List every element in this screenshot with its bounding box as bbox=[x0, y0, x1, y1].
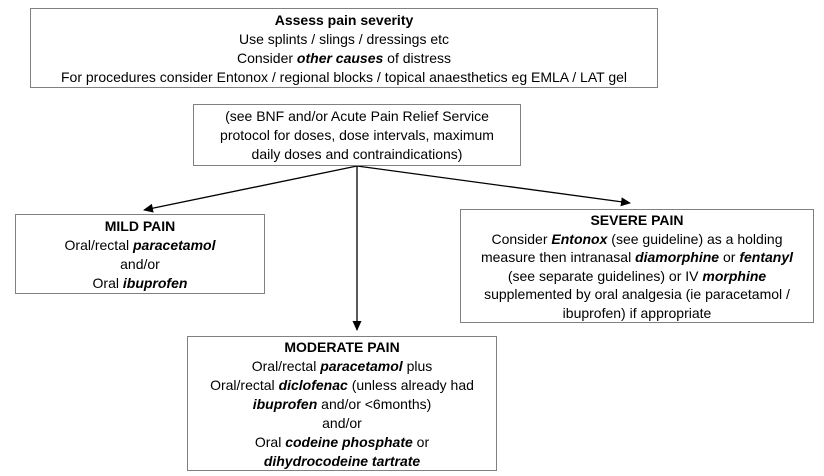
text-line: supplemented by oral analgesia (ie parac… bbox=[484, 286, 790, 302]
text-line: and/or bbox=[120, 256, 160, 272]
text-line: dihydrocodeine tartrate bbox=[263, 453, 421, 469]
arrow-to-severe-pain bbox=[356, 165, 631, 207]
mild-pain-box: MILD PAIN Oral/rectal paracetamol and/or… bbox=[15, 214, 265, 294]
text-line: For procedures consider Entonox / region… bbox=[60, 69, 627, 85]
text-line: ibuprofen and/or <6months) bbox=[252, 396, 432, 412]
box-title: Assess pain severity bbox=[274, 12, 414, 28]
text-line: Oral/rectal paracetamol bbox=[64, 237, 216, 253]
text-line: protocol for doses, dose intervals, maxi… bbox=[220, 127, 494, 143]
text-line: Oral codeine phosphate or bbox=[254, 434, 430, 450]
box-title: MILD PAIN bbox=[104, 218, 176, 234]
text-line: Oral/rectal diclofenac (unless already h… bbox=[210, 377, 474, 393]
text-line: ibuprofen) if appropriate bbox=[562, 304, 712, 321]
bnf-protocol-note-box: (see BNF and/or Acute Pain Relief Servic… bbox=[193, 104, 521, 166]
text-line: measure then intranasal diamorphine or f… bbox=[480, 249, 794, 265]
assess-pain-severity-box: Assess pain severity Use splints / sling… bbox=[30, 8, 658, 88]
text-line: and/or bbox=[322, 415, 362, 431]
box-title: SEVERE PAIN bbox=[590, 212, 684, 228]
text-line: Consider other causes of distress bbox=[237, 50, 451, 66]
text-line: daily doses and contraindications) bbox=[251, 146, 463, 162]
severe-pain-box: SEVERE PAIN Consider Entonox (see guidel… bbox=[460, 209, 814, 323]
moderate-pain-box: MODERATE PAIN Oral/rectal paracetamol pl… bbox=[187, 336, 497, 471]
box-title: MODERATE PAIN bbox=[284, 339, 400, 355]
text-line: Oral/rectal paracetamol plus bbox=[251, 358, 433, 374]
arrow-to-mild-pain bbox=[143, 165, 358, 213]
text-line: Use splints / slings / dressings etc bbox=[238, 31, 450, 47]
text-line: (see BNF and/or Acute Pain Relief Servic… bbox=[225, 108, 489, 124]
text-line: (see separate guidelines) or IV morphine bbox=[507, 267, 767, 284]
text-line: Consider Entonox (see guideline) as a ho… bbox=[491, 230, 783, 247]
text-line: Oral ibuprofen bbox=[92, 275, 188, 291]
